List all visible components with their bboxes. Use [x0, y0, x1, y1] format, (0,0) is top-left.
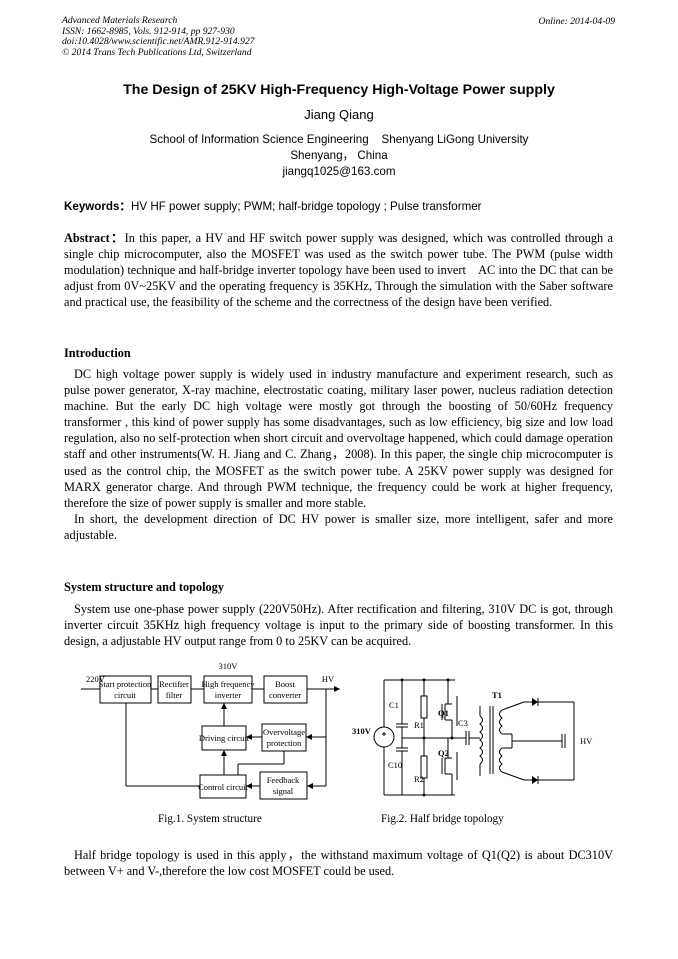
fig1-caption: Fig.1. System structure [158, 813, 262, 825]
affiliation: School of Information Science Engineerin… [0, 132, 678, 180]
q2-label: Q2 [438, 748, 449, 758]
t1-label: T1 [492, 690, 502, 700]
affiliation-line1: School of Information Science Engineerin… [149, 133, 529, 146]
system-heading: System structure and topology [64, 580, 224, 594]
author-name: Jiang Qiang [304, 107, 374, 122]
abstract-label: Abstract： [64, 231, 125, 245]
boost-text-2: converter [269, 690, 301, 700]
copyright-line: © 2014 Trans Tech Publications Ltd, Swit… [62, 46, 252, 58]
closing-body: Half bridge topology is used in this app… [64, 847, 613, 879]
input-voltage-label: 220V [86, 674, 106, 684]
feedback-text-2: signal [273, 786, 294, 796]
c10-label: C10 [388, 760, 402, 770]
online-date: Online: 2014-04-09 [538, 16, 615, 27]
introduction-paragraph-1: DC high voltage power supply is widely u… [64, 367, 613, 510]
paper-title: The Design of 25KV High-Frequency High-V… [123, 82, 555, 98]
dc-voltage-label: 310V [219, 661, 239, 671]
rectifier-text-2: filter [166, 690, 183, 700]
r1-label: R1 [414, 720, 424, 730]
start-protection-text-1: Start protection [99, 679, 152, 689]
keywords: Keywords：HV HF power supply; PWM; half-b… [64, 198, 482, 214]
half-bridge-diagram: 310V C1 C10 R1 R2 Q1 Q2 C3 T1 HV [352, 678, 593, 797]
q1-label: Q1 [438, 708, 449, 718]
inverter-text-1: High frequency [201, 679, 255, 689]
inverter-text-2: inverter [215, 690, 242, 700]
introduction-paragraph-2: In short, the development direction of D… [64, 511, 613, 542]
abstract-text: In this paper, a HV and HF switch power … [64, 231, 617, 310]
journal-name: Advanced Materials Research [62, 15, 178, 26]
issn-line: ISSN: 1662-8985, Vols. 912-914, pp 927-9… [62, 25, 235, 37]
system-structure-diagram: 220V 310V HV Start protection circuit Re… [81, 661, 340, 800]
system-paragraph-1: System use one-phase power supply (220V5… [64, 602, 613, 649]
boost-text-1: Boost [275, 679, 295, 689]
journal-header: Advanced Materials Research ISSN: 1662-8… [62, 15, 255, 58]
keywords-text: HV HF power supply; PWM; half-bridge top… [131, 200, 482, 213]
c3-label: C3 [458, 718, 468, 728]
introduction-body: DC high voltage power supply is widely u… [64, 366, 613, 543]
fig2-caption: Fig.2. Half bridge topology [381, 813, 504, 825]
rectifier-text-1: Rectifier [159, 679, 189, 689]
r2-label: R2 [414, 774, 424, 784]
start-protection-text-2: circuit [114, 690, 136, 700]
overvoltage-text-2: protection [267, 738, 302, 748]
source-label: 310V [352, 726, 372, 736]
keywords-label: Keywords： [64, 200, 132, 213]
hv-output-label: HV [580, 736, 593, 746]
closing-paragraph-1: Half bridge topology is used in this app… [64, 848, 613, 879]
driving-text: Driving circuit [199, 733, 250, 743]
system-body: System use one-phase power supply (220V5… [64, 601, 613, 649]
c1-label: C1 [389, 700, 399, 710]
output-hv-label: HV [322, 674, 335, 684]
introduction-heading: Introduction [64, 346, 131, 360]
control-text: Control circuit [198, 782, 248, 792]
author-email: jiangq1025@163.com [282, 165, 396, 178]
affiliation-line2: Shenyang， China [290, 149, 388, 162]
overvoltage-text-1: Overvoltage [263, 727, 305, 737]
abstract: Abstract：In this paper, a HV and HF swit… [64, 230, 613, 310]
feedback-text-1: Feedback [267, 775, 300, 785]
doi-line: doi:10.4028/www.scientific.net/AMR.912-9… [62, 36, 255, 48]
